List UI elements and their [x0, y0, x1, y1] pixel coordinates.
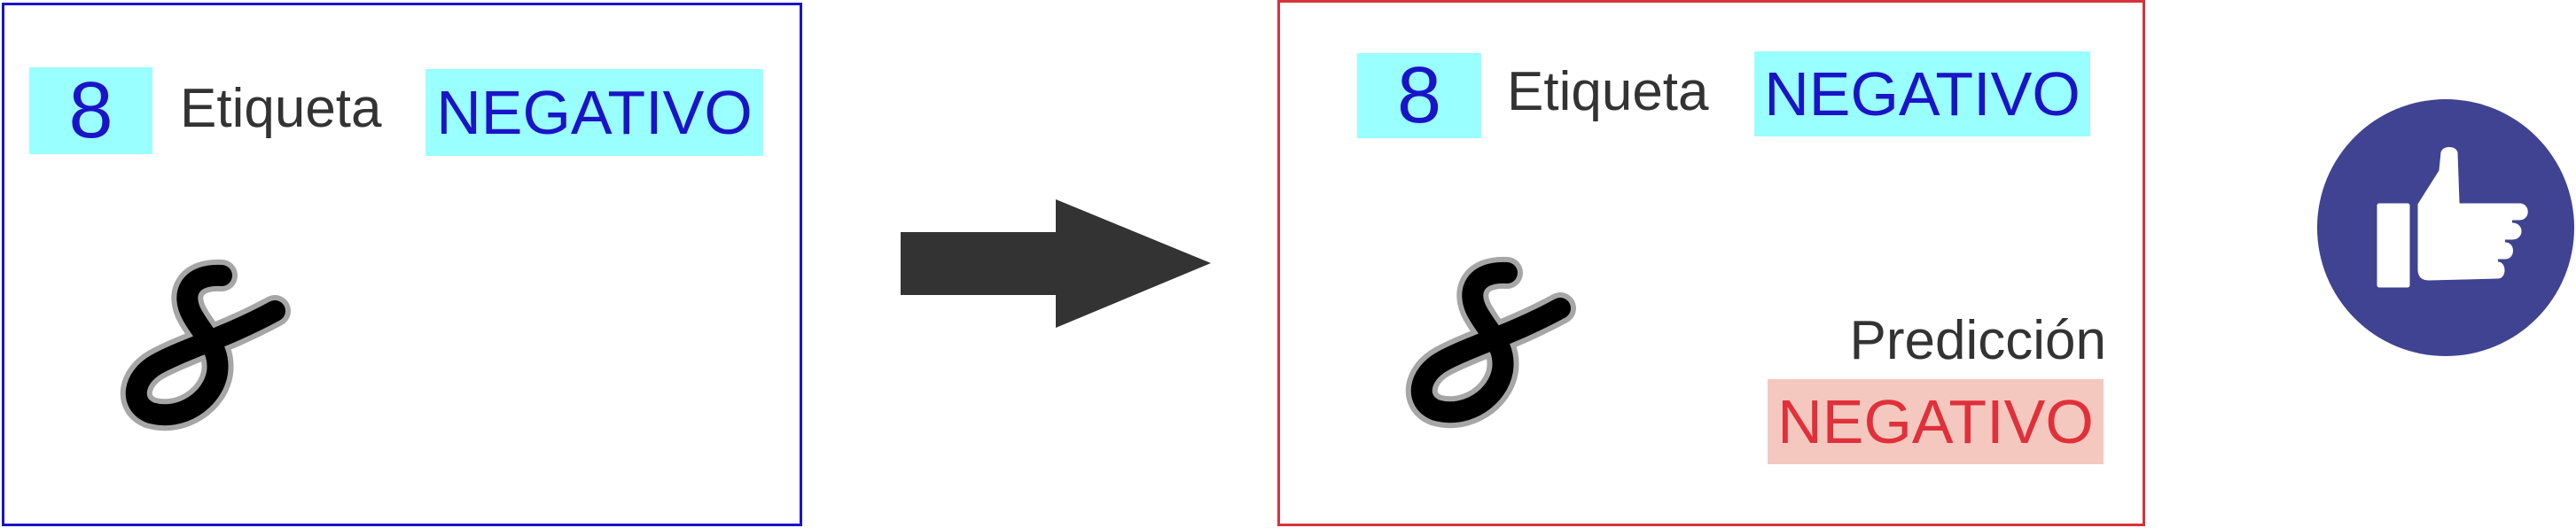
prediction-badge: NEGATIVO — [1768, 379, 2104, 464]
digit-badge: 8 — [1357, 53, 1481, 138]
label-badge: NEGATIVO — [425, 69, 763, 156]
digit-badge: 8 — [29, 67, 152, 154]
right-arrow-icon — [901, 199, 1211, 328]
thumbs-up-icon — [2317, 99, 2574, 356]
handwritten-digit-8-icon — [120, 259, 291, 431]
label-badge: NEGATIVO — [1754, 51, 2090, 136]
label-caption: Etiqueta — [180, 78, 382, 139]
prediction-caption: Predicción — [1849, 310, 2106, 371]
label-caption: Etiqueta — [1507, 61, 1709, 122]
input-sample-panel: 8 Etiqueta NEGATIVO — [2, 3, 802, 526]
handwritten-digit-8-icon — [1405, 256, 1576, 429]
